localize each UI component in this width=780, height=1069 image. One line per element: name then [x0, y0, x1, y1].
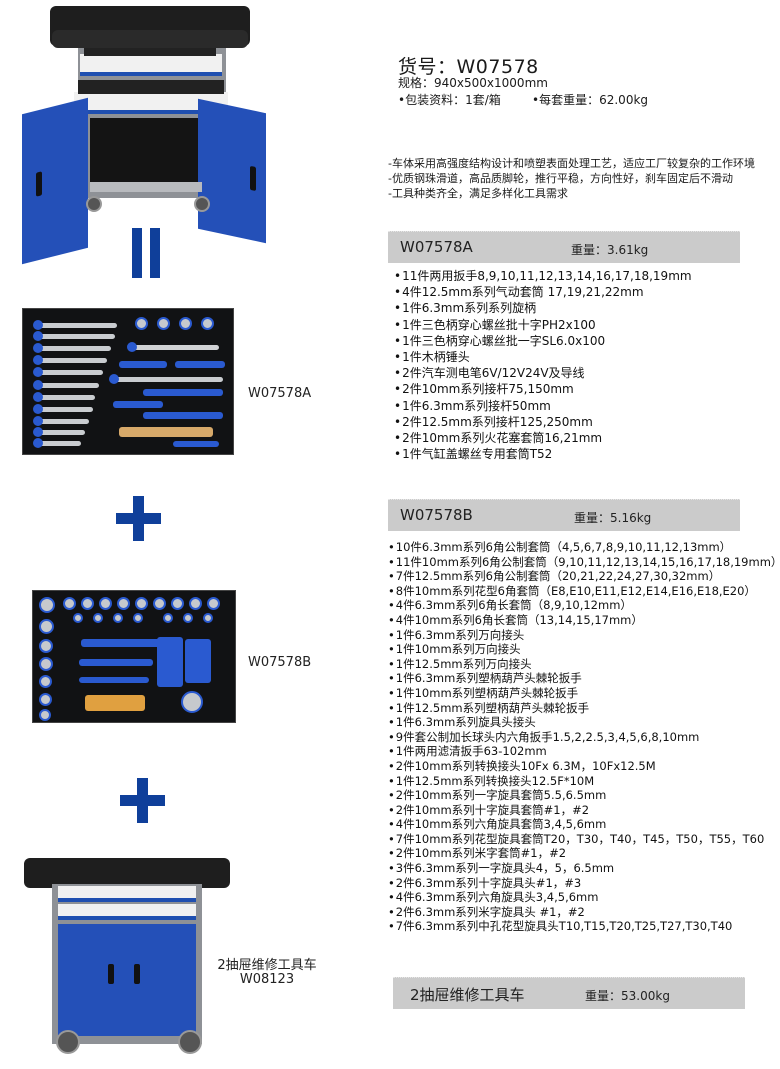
list-item: 1件6.3mm系列塑柄葫芦头棘轮扳手: [388, 671, 780, 686]
list-item: 2件6.3mm系列十字旋具头#1，#3: [388, 876, 780, 891]
feature-item: -优质钢珠滑道，高品质脚轮，推行平稳，方向性好，刹车固定后不滑动: [388, 172, 733, 185]
tray-a-label: W07578A: [248, 386, 312, 401]
section-a-items: 11件两用扳手8,9,10,11,12,13,14,16,17,18,19mm …: [394, 268, 692, 462]
list-item: 4件6.3mm系列六角旋具头3,4,5,6mm: [388, 890, 780, 905]
list-item: 8件10mm系列花型6角套筒（E8,E10,E11,E12,E14,E16,E1…: [388, 584, 780, 599]
list-item: 11件10mm系列6角公制套筒（9,10,11,12,13,14,15,16,1…: [388, 555, 780, 570]
list-item: 4件12.5mm系列气动套筒 17,19,21,22mm: [394, 284, 692, 300]
feature-item: -车体采用高强度结构设计和喷塑表面处理工艺，适应工厂较复杂的工作环境: [388, 157, 755, 170]
list-item: 10件6.3mm系列6角公制套筒（4,5,6,7,8,9,10,11,12,13…: [388, 540, 780, 555]
section-bar-b: W07578B 重量：5.16kg: [388, 499, 740, 531]
list-item: 1件12.5mm系列塑柄葫芦头棘轮扳手: [388, 701, 780, 716]
section-b-items: 10件6.3mm系列6角公制套筒（4,5,6,7,8,9,10,11,12,13…: [388, 540, 780, 934]
product-image-tray-a: [22, 308, 234, 455]
plus-icon: [120, 778, 165, 823]
list-item: 4件10mm系列6角长套筒（13,14,15,17mm）: [388, 613, 780, 628]
product-image-2-drawer-cart: [24, 850, 234, 1060]
list-item: 1件12.5mm系列万向接头: [388, 657, 780, 672]
list-item: 3件6.3mm系列一字旋具头4，5，6.5mm: [388, 861, 780, 876]
list-item: 1件6.3mm系列接杆50mm: [394, 398, 692, 414]
list-item: 2件10mm系列火花塞套筒16,21mm: [394, 430, 692, 446]
list-item: 2件10mm系列一字旋具套筒5.5,6.5mm: [388, 788, 780, 803]
plus-icon: [116, 496, 161, 541]
list-item: 2件10mm系列米字套筒#1，#2: [388, 846, 780, 861]
product-image-full-cart: [20, 0, 280, 265]
list-item: 7件6.3mm系列中孔花型旋具头T10,T15,T20,T25,T27,T30,…: [388, 919, 780, 934]
cart-name: 2抽屉维修工具车: [410, 986, 525, 1004]
list-item: 2件12.5mm系列接杆125,250mm: [394, 414, 692, 430]
list-item: 1件6.3mm系列旋具头接头: [388, 715, 780, 730]
list-item: 7件12.5mm系列6角公制套筒（20,21,22,24,27,30,32mm）: [388, 569, 780, 584]
drawer-2: [74, 92, 228, 114]
feature-item: -工具种类齐全，满足多样化工具需求: [388, 187, 568, 200]
equals-icon: [132, 228, 162, 278]
list-item: 1件三色柄穿心螺丝批一字SL6.0x100: [394, 333, 692, 349]
list-item: 2件10mm系列转换接头10Fx 6.3M，10Fx12.5M: [388, 759, 780, 774]
cart-label-name: 2抽屉维修工具车: [217, 958, 317, 973]
set-weight: •每套重量：62.00kg: [532, 93, 649, 107]
left-door: [22, 97, 88, 265]
list-item: 1件两用滤清扳手63-102mm: [388, 744, 780, 759]
section-bar-a: W07578A 重量：3.61kg: [388, 231, 740, 263]
list-item: 1件气缸盖螺丝专用套筒T52: [394, 446, 692, 462]
list-item: 1件6.3mm系列系列旋柄: [394, 300, 692, 316]
cart-weight: 重量：53.00kg: [585, 989, 670, 1003]
section-b-code: W07578B: [400, 506, 473, 524]
product-code: 货号：W07578: [398, 56, 539, 78]
list-item: 11件两用扳手8,9,10,11,12,13,14,16,17,18,19mm: [394, 268, 692, 284]
list-item: 2件6.3mm系列米字旋具头 #1，#2: [388, 905, 780, 920]
list-item: 1件三色柄穿心螺丝批十字PH2x100: [394, 317, 692, 333]
product-spec: 规格：940x500x1000mm: [398, 76, 548, 90]
list-item: 1件12.5mm系列转换接头12.5F*10M: [388, 774, 780, 789]
list-item: 4件6.3mm系列6角长套筒（8,9,10,12mm）: [388, 598, 780, 613]
drawer-1: [80, 54, 222, 76]
tray-b-label: W07578B: [248, 655, 312, 670]
features-list: -车体采用高强度结构设计和喷塑表面处理工艺，适应工厂较复杂的工作环境 -优质钢珠…: [388, 156, 755, 201]
list-item: 4件10mm系列六角旋具套筒3,4,5,6mm: [388, 817, 780, 832]
list-item: 2件10mm系列接杆75,150mm: [394, 381, 692, 397]
section-a-code: W07578A: [400, 238, 473, 256]
list-item: 2件10mm系列十字旋具套筒#1，#2: [388, 803, 780, 818]
cart-label-code: W08123: [239, 972, 295, 987]
section-a-weight: 重量：3.61kg: [571, 243, 649, 257]
list-item: 2件汽车测电笔6V/12V24V及导线: [394, 365, 692, 381]
list-item: 1件10mm系列万向接头: [388, 642, 780, 657]
section-b-weight: 重量：5.16kg: [574, 511, 652, 525]
section-bar-cart: 2抽屉维修工具车 重量：53.00kg: [393, 977, 745, 1009]
product-image-tray-b: [32, 590, 236, 723]
list-item: 7件10mm系列花型旋具套筒T20，T30，T40，T45，T50，T55，T6…: [388, 832, 780, 847]
list-item: 9件套公制加长球头内六角扳手1.5,2,2.5,3,4,5,6,8,10mm: [388, 730, 780, 745]
right-door: [198, 98, 266, 244]
packing-info: •包装资料：1套/箱: [398, 93, 501, 107]
list-item: 1件6.3mm系列万向接头: [388, 628, 780, 643]
list-item: 1件木柄锤头: [394, 349, 692, 365]
list-item: 1件10mm系列塑柄葫芦头棘轮扳手: [388, 686, 780, 701]
